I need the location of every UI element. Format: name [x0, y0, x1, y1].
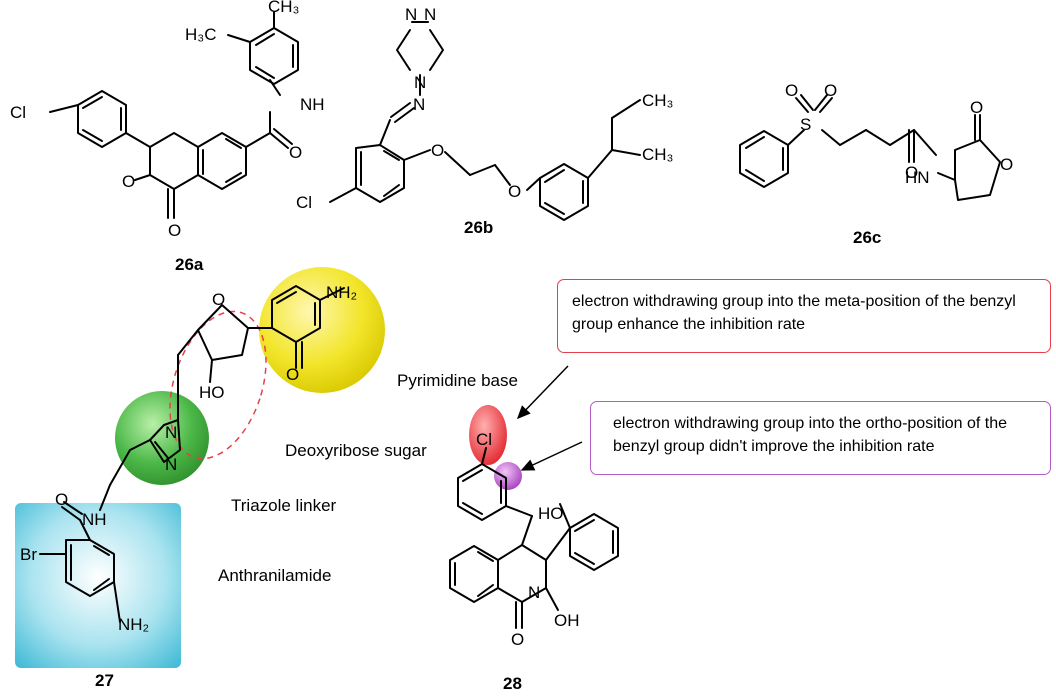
atom-o1-26c: O [785, 81, 798, 100]
atom-ch3-lower-26b: CH₃ [642, 145, 673, 164]
region-pyrimidine-label: Pyrimidine base [397, 371, 518, 390]
structure-26a: Cl O O O NH H₃C CH₃ 26a [10, 0, 325, 274]
label-28: 28 [503, 674, 522, 693]
meta-arrow [516, 365, 569, 420]
atom-nh2-amide-27: NH₂ [118, 615, 149, 634]
atom-o-carbonyl-26a: O [168, 221, 181, 240]
structure-27: NH₂ O HO O N N O NH Br NH₂ Pyrimidine ba… [15, 267, 518, 690]
atom-h3c-26a: H₃C [185, 25, 216, 44]
meta-position-note-text: electron withdrawing group into the meta… [572, 293, 1016, 333]
atom-cl-26b: Cl [296, 193, 312, 212]
atom-nh-26a: NH [300, 95, 325, 114]
pyrimidine-highlight [259, 267, 385, 393]
atom-n4-26b: N [413, 95, 425, 114]
atom-n1-26b: N [405, 5, 417, 24]
atom-n-28: N [528, 583, 540, 602]
atom-o-sugar-27: O [212, 290, 225, 309]
anthranilamide-highlight [15, 503, 181, 668]
atom-hn-26c: HN [905, 168, 930, 187]
atom-o-pyr-27: O [286, 365, 299, 384]
atom-o-amide-26c: O [905, 163, 918, 182]
region-triazole-label: Triazole linker [231, 496, 337, 515]
atom-br-27: Br [20, 545, 37, 564]
atom-n2-27: N [165, 455, 177, 474]
deoxyribose-highlight [169, 310, 267, 460]
atom-nh-27: NH [82, 510, 107, 529]
atom-n1-27: N [165, 423, 177, 442]
triazole-highlight [115, 391, 209, 485]
atom-cl-26a: Cl [10, 103, 26, 122]
atom-ho-28: HO [538, 504, 564, 523]
atom-ch3-upper-26b: CH₃ [642, 91, 673, 110]
atom-o-ring-26a: O [122, 172, 135, 191]
structure-26b: N N N N Cl O O CH₃ CH₃ 26b [296, 5, 673, 237]
atom-oh-28: OH [554, 611, 580, 630]
label-27: 27 [95, 671, 114, 690]
atom-o-amide-26a: O [289, 143, 302, 162]
atom-ch3-26a: CH₃ [268, 0, 299, 16]
ortho-position-note: electron withdrawing group into the orth… [590, 401, 1051, 475]
atom-o-28: O [511, 630, 524, 649]
atom-nh2-27: NH₂ [326, 283, 357, 302]
atom-ho-27: HO [199, 383, 225, 402]
atom-n2-26b: N [424, 5, 436, 24]
atom-s-26c: S [800, 115, 811, 134]
structure-26c: S O O O HN O O 26c [739, 81, 1013, 247]
atom-o2-26c: O [824, 81, 837, 100]
atom-n3-26b: N [414, 73, 426, 92]
meta-position-note: electron withdrawing group into the meta… [557, 279, 1051, 353]
structure-28: Cl HO N OH O 28 [449, 405, 619, 693]
ortho-position-note-text: electron withdrawing group into the orth… [613, 415, 1008, 455]
atom-o-amide-27: O [55, 490, 68, 509]
ortho-position-marker [494, 462, 522, 490]
region-anthranilamide-label: Anthranilamide [218, 566, 331, 585]
label-26b: 26b [464, 218, 493, 237]
atom-o-ring-26c: O [1000, 155, 1013, 174]
atom-o2-26b: O [508, 182, 521, 201]
region-deoxyribose-label: Deoxyribose sugar [285, 441, 427, 460]
atom-o1-26b: O [431, 141, 444, 160]
label-26a: 26a [175, 255, 204, 274]
meta-position-marker [469, 405, 507, 465]
ortho-arrow [520, 441, 583, 471]
label-26c: 26c [853, 228, 881, 247]
atom-cl-28: Cl [476, 430, 492, 449]
atom-o-carbonyl-26c: O [970, 98, 983, 117]
